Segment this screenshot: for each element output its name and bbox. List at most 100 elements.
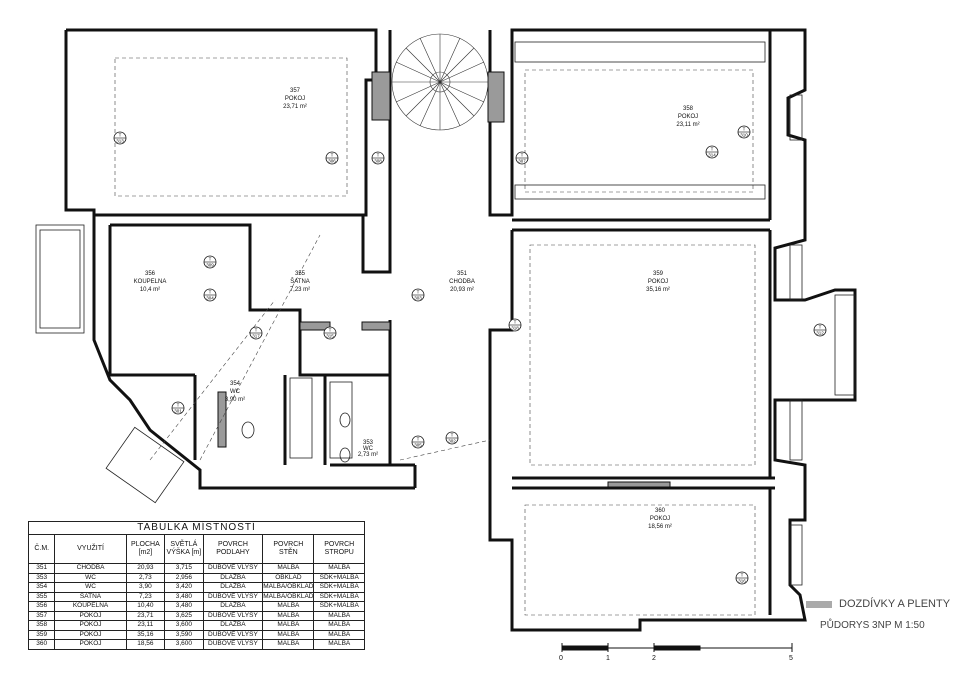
- table-cell: DLAŽBA: [202, 582, 264, 593]
- table-cell: MALBA/OBKLAD: [262, 591, 315, 602]
- col-header: POVRCH STROPU: [313, 534, 365, 564]
- table-cell: 357: [27, 610, 56, 621]
- t-marker-number: 310: [740, 133, 748, 138]
- svg-text:23,71 m²: 23,71 m²: [283, 104, 307, 110]
- table-cell: SDK+MALBA: [313, 601, 365, 612]
- svg-text:T: T: [819, 325, 822, 330]
- svg-text:CHODBA: CHODBA: [449, 279, 475, 285]
- table-cell: MALBA: [313, 610, 365, 621]
- svg-text:T: T: [521, 153, 524, 158]
- legend-swatch: [806, 601, 832, 608]
- t-marker-number: 313: [116, 139, 124, 144]
- col-header: SVĚTLÁ VÝŠKA [m]: [164, 534, 204, 564]
- room-table: TABULKA MÍSTNOSTÍ Č.M. VYUŽITÍ PLOCHA [m…: [27, 521, 365, 650]
- col-header: VYUŽITÍ: [54, 534, 127, 564]
- table-cell: POKOJ: [54, 620, 127, 631]
- table-cell: MALBA: [262, 629, 315, 640]
- svg-text:351: 351: [457, 271, 468, 277]
- svg-text:WC: WC: [230, 389, 241, 395]
- svg-text:KOUPELNA: KOUPELNA: [134, 279, 167, 285]
- table-cell: 353: [27, 572, 56, 583]
- table-cell: 3,600: [164, 620, 204, 631]
- t-marker-number: 312: [816, 331, 824, 336]
- table-cell: MALBA: [262, 563, 315, 574]
- table-cell: MALBA: [313, 639, 365, 650]
- fixtures: [35, 41, 856, 586]
- table-cell: 23,11: [125, 620, 166, 631]
- svg-text:10,4 m²: 10,4 m²: [140, 287, 160, 293]
- svg-text:POKOJ: POKOJ: [678, 114, 698, 120]
- table-cell: DLAŽBA: [202, 601, 264, 612]
- table-cell: SDK+MALBA: [313, 591, 365, 602]
- scale-tick-label: 5: [789, 655, 793, 662]
- col-header: POVRCH PODLAHY: [202, 534, 264, 564]
- svg-text:WC: WC: [363, 446, 374, 452]
- t-marker-number: 314: [708, 153, 716, 158]
- col-header: POVRCH STĚN: [262, 534, 315, 564]
- table-cell: POKOJ: [54, 610, 127, 621]
- grey-fillings: [217, 71, 671, 488]
- table-cell: 355: [27, 591, 56, 602]
- scale-tick-label: 2: [652, 655, 656, 662]
- table-header-row: Č.M. VYUŽITÍ PLOCHA [m2] SVĚTLÁ VÝŠKA [m…: [27, 534, 365, 564]
- svg-text:3,90 m²: 3,90 m²: [225, 397, 245, 403]
- table-cell: 356: [27, 601, 56, 612]
- table-cell: MALBA: [262, 610, 315, 621]
- table-cell: MALBA: [313, 629, 365, 640]
- table-cell: 10,40: [125, 601, 166, 612]
- table-cell: 351: [27, 563, 56, 574]
- table-title: TABULKA MÍSTNOSTÍ: [28, 521, 365, 535]
- svg-text:355: 355: [295, 271, 306, 277]
- table-cell: 3,715: [164, 563, 204, 574]
- table-cell: 354: [27, 582, 56, 593]
- spiral-staircase: [391, 33, 489, 131]
- svg-text:358: 358: [683, 106, 694, 112]
- table-cell: DUBOVÉ VLYSY: [202, 639, 264, 650]
- svg-text:T: T: [209, 257, 212, 262]
- svg-text:T: T: [329, 328, 332, 333]
- svg-text:T: T: [514, 320, 517, 325]
- table-cell: DLAŽBA: [202, 572, 264, 583]
- svg-text:T: T: [741, 573, 744, 578]
- svg-text:T: T: [331, 153, 334, 158]
- svg-text:20,93 m²: 20,93 m²: [450, 287, 474, 293]
- table-cell: 7,23: [125, 591, 166, 602]
- table-cell: 2,73: [125, 572, 166, 583]
- table-cell: POKOJ: [54, 639, 127, 650]
- t-marker-number: 303: [414, 296, 422, 301]
- svg-text:357: 357: [290, 88, 301, 94]
- table-cell: 3,625: [164, 610, 204, 621]
- svg-text:360: 360: [655, 508, 666, 514]
- t-marker-number: 316: [738, 579, 746, 584]
- scale-bar: [561, 643, 793, 652]
- svg-text:23,11 m²: 23,11 m²: [676, 122, 699, 128]
- t-markers: T313T306T308T307T314T310T309T304T303T318…: [113, 125, 827, 585]
- svg-text:POKOJ: POKOJ: [285, 96, 305, 102]
